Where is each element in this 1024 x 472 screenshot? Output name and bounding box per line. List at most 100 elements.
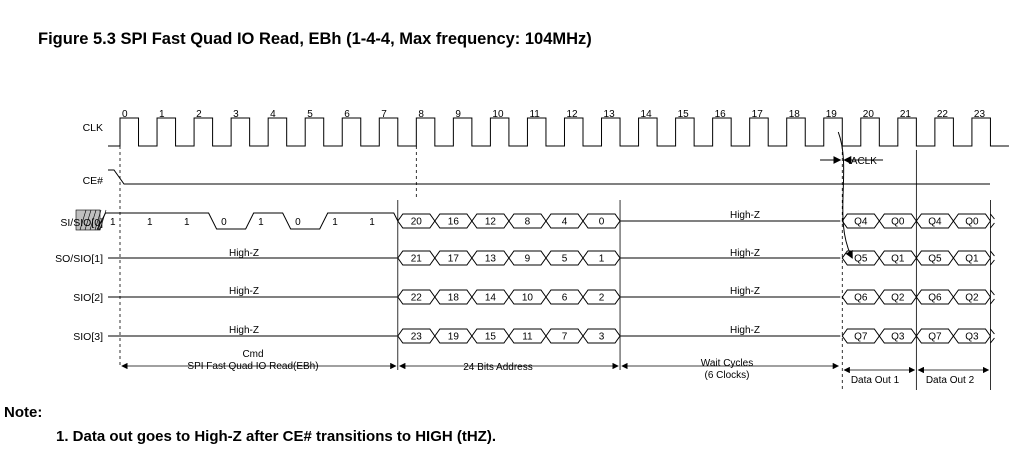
- clock-number: 15: [678, 109, 690, 120]
- sio1-data-out: Q5: [928, 254, 942, 265]
- taclk-label: tACLK: [848, 156, 877, 167]
- clock-number: 22: [937, 109, 949, 120]
- sio0-tail: [990, 222, 995, 229]
- sio3-data-out: Q3: [965, 332, 979, 343]
- sio2-address-bit: 10: [522, 293, 534, 304]
- sio0-address-bit: 16: [448, 217, 460, 228]
- sio0-tail: [990, 213, 995, 220]
- sio3-data-out: Q7: [854, 332, 868, 343]
- clock-number: 0: [122, 109, 128, 120]
- cmd-bit: 1: [184, 217, 190, 228]
- clock-number: 4: [270, 109, 276, 120]
- sio1-data-out-cell: [952, 250, 992, 266]
- sio3-address-bit: 15: [485, 332, 497, 343]
- sio2-tail: [990, 298, 995, 305]
- sio2-tail: [990, 289, 995, 296]
- sio2-address-bit: 2: [599, 293, 605, 304]
- ce-label: CE#: [83, 175, 104, 187]
- sio0-data-out-cell: [952, 213, 992, 229]
- clock-number: 17: [752, 109, 764, 120]
- sio3-high-z-label-wait: High-Z: [730, 325, 760, 336]
- cmd-bit: 1: [110, 217, 116, 228]
- sio3-high-z-label-cmd: High-Z: [229, 325, 259, 336]
- sio3-label: SIO[3]: [73, 331, 103, 343]
- cmd-phase-label: Cmd: [242, 349, 263, 360]
- clock-number: 5: [307, 109, 313, 120]
- clock-number: 1: [159, 109, 165, 120]
- ce-wave: [108, 169, 990, 185]
- clock-number: 19: [826, 109, 838, 120]
- sio3-tail: [990, 337, 995, 344]
- sio3-address-bit: 3: [599, 332, 605, 343]
- sio0-address-bit: 4: [562, 217, 568, 228]
- sio3-address-bit: 11: [522, 332, 533, 343]
- sio1-address-bit: 9: [525, 254, 531, 265]
- clock-number: 20: [863, 109, 875, 120]
- clock-number: 16: [715, 109, 727, 120]
- hatch-line: [94, 209, 102, 231]
- clock-number: 2: [196, 109, 202, 120]
- sio2-data-out-cell: [952, 289, 992, 305]
- sio2-data-out: Q6: [854, 293, 868, 304]
- sio3-data-out-cell: [952, 328, 992, 344]
- wait-phase-sublabel: (6 Clocks): [704, 370, 749, 381]
- clock-number: 13: [604, 109, 616, 120]
- sio0-address-bit: 0: [599, 217, 605, 228]
- clock-number: 8: [418, 109, 424, 120]
- sio2-address-bit: 22: [411, 293, 423, 304]
- sio1-address-bit: 5: [562, 254, 568, 265]
- hatch-line: [84, 209, 92, 231]
- clock-number: 7: [381, 109, 387, 120]
- clock-number: 9: [455, 109, 461, 120]
- sio2-address-bit: 14: [485, 293, 497, 304]
- clock-number: 14: [641, 109, 653, 120]
- sio0-address-bit: 8: [525, 217, 531, 228]
- sio2-data-out: Q2: [891, 293, 905, 304]
- sio0-label: SI/SIO[0]: [60, 217, 103, 229]
- clock-number: 3: [233, 109, 239, 120]
- clock-number: 12: [566, 109, 578, 120]
- hatch-line: [79, 209, 87, 231]
- sio1-address-bit: 21: [411, 254, 423, 265]
- clk-label: CLK: [83, 122, 103, 134]
- hatch-line: [89, 209, 97, 231]
- sio1-tail: [990, 259, 995, 266]
- sio0-address-bit: 12: [485, 217, 497, 228]
- clk-wave: [108, 117, 1009, 147]
- sio1-label: SO/SIO[1]: [55, 253, 103, 265]
- sio0-data-out: Q0: [891, 217, 905, 228]
- sio3-address-bit: 7: [562, 332, 568, 343]
- cmd-bit: 1: [147, 217, 153, 228]
- ce-waveform: [108, 169, 990, 185]
- sio0-cmd-wave: [96, 212, 399, 230]
- sio1-high-z-label-wait: High-Z: [730, 248, 760, 259]
- sio0-data-out: Q4: [928, 217, 942, 228]
- cmd-bit: 1: [369, 217, 375, 228]
- clock-number: 18: [789, 109, 801, 120]
- sio1-address-bit: 1: [599, 254, 605, 265]
- sio2-high-z-label-wait: High-Z: [730, 286, 760, 297]
- cmd-phase-sublabel: SPI Fast Quad IO Read(EBh): [187, 361, 318, 372]
- guide-lines: [119, 146, 991, 390]
- sio0-address-bit: 20: [411, 217, 423, 228]
- sio2-data-out: Q2: [965, 293, 979, 304]
- data-out-1-label: Data Out 1: [851, 375, 900, 386]
- sio1-address-bit: 17: [448, 254, 460, 265]
- sio2-label: SIO[2]: [73, 292, 103, 304]
- sio3-data-out: Q7: [928, 332, 942, 343]
- cmd-bit: 0: [295, 217, 301, 228]
- clock-number: 10: [492, 109, 504, 120]
- sio2-data-out: Q6: [928, 293, 942, 304]
- sio3-address-bit: 23: [411, 332, 423, 343]
- phase-annotations: [121, 131, 990, 374]
- clk-to-data-arrow: [837, 131, 853, 259]
- clock-number: 21: [900, 109, 912, 120]
- sio1-data-out: Q5: [854, 254, 868, 265]
- sio0-data-out: Q0: [965, 217, 979, 228]
- sio2-address-bit: 18: [448, 293, 460, 304]
- sio3-tail: [990, 328, 995, 335]
- figure-title: Figure 5.3 SPI Fast Quad IO Read, EBh (1…: [38, 30, 592, 48]
